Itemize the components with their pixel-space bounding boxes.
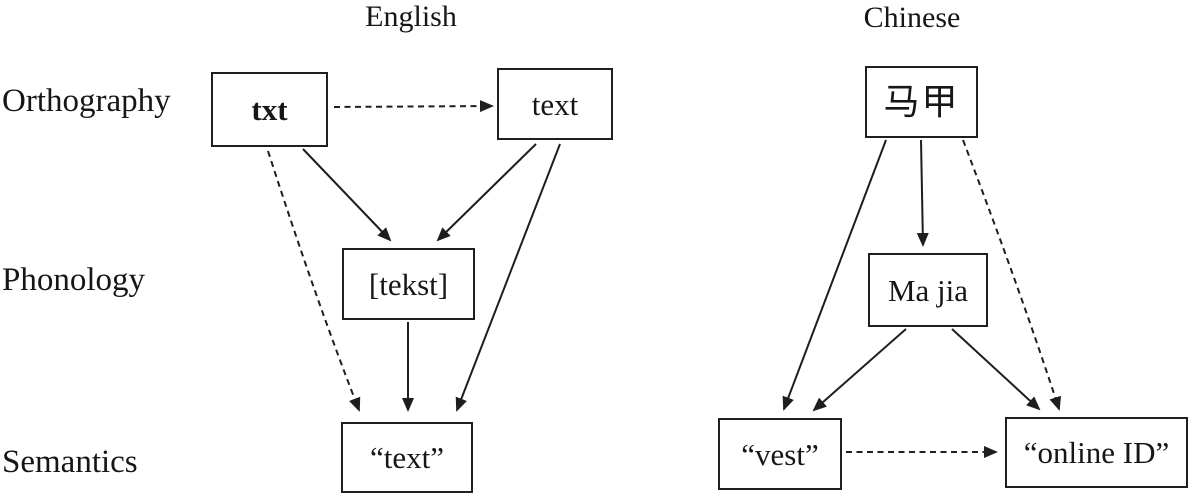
edge-text-to-text-sem (455, 143, 561, 412)
edge-text-to-tekst (436, 143, 537, 242)
edge-txt-to-text-sem (267, 150, 361, 412)
column-title-english: English (365, 0, 457, 33)
row-label-orthography: Orthography (2, 83, 171, 119)
edge-pinyin-to-online-id (951, 328, 1041, 411)
edge-txt-to-text (333, 100, 494, 113)
row-label-semantics: Semantics (2, 444, 138, 480)
edge-txt-to-tekst (302, 148, 392, 242)
node-majia-hanzi: 马甲 (865, 66, 978, 138)
node-txt: txt (211, 72, 328, 147)
edge-hanzi-to-vest (782, 139, 887, 411)
edge-pinyin-to-vest (812, 328, 907, 412)
node-majia-pinyin: Ma jia (868, 253, 988, 327)
edge-hanzi-to-online-id (962, 139, 1062, 411)
row-label-phonology: Phonology (2, 262, 146, 298)
node-online-id: “online ID” (1005, 417, 1188, 488)
node-vest: “vest” (718, 418, 842, 490)
node-text-semantics: “text” (341, 422, 473, 493)
node-text: text (497, 68, 613, 140)
node-tekst: [tekst] (342, 248, 475, 320)
column-title-chinese: Chinese (863, 1, 961, 34)
edge-hanzi-to-pinyin (916, 139, 929, 247)
